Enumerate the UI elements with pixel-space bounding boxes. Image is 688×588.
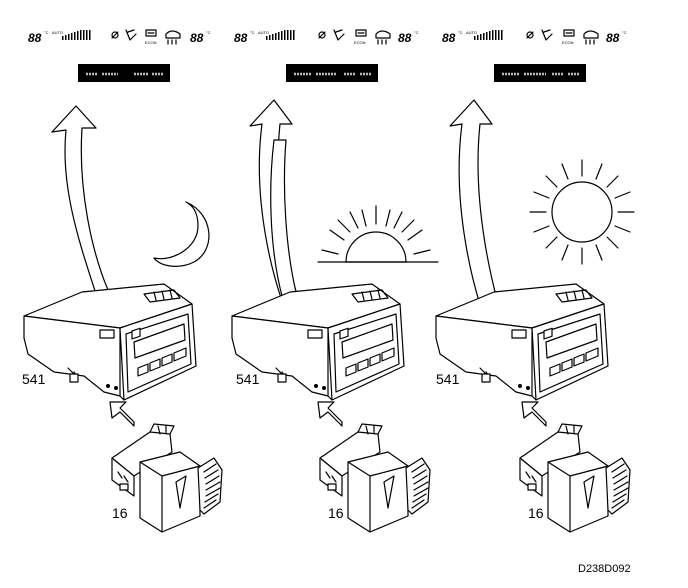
display-unit-left: °C — [250, 30, 255, 35]
display-econ-text: ECON — [354, 40, 366, 45]
display-temp-right: 88 — [398, 31, 412, 45]
defrost-icon: ECON — [145, 29, 157, 45]
sun-icon — [529, 159, 635, 265]
panel-dusk: 88 °C AUTO ECON 88 °C — [231, 29, 439, 533]
rear-defrost-icon — [165, 30, 181, 45]
display-auto-text: AUTO — [258, 30, 269, 35]
seat-airflow-icon — [541, 29, 553, 41]
segment-display: 88 °C AUTO ECON 88 °C — [234, 29, 419, 45]
light-arrow — [270, 139, 297, 297]
display-temp-left: 88 — [234, 31, 248, 45]
display-temp-right: 88 — [606, 31, 620, 45]
panel-night: 88 °C AUTO ECON 88 °C — [22, 29, 223, 533]
switch-label: 16 — [112, 505, 128, 521]
seat-airflow-icon — [125, 29, 137, 41]
switch-label: 16 — [328, 505, 344, 521]
panel-day: 88 °C AUTO ECON 88 °C — [435, 29, 635, 533]
display-unit-left: °C — [458, 30, 463, 35]
segment-display: 88 °C AUTO ECON 88 °C — [28, 29, 211, 45]
display-temp-left: 88 — [442, 31, 456, 45]
seat-airflow-icon — [333, 29, 345, 41]
label-plate — [78, 64, 170, 82]
airflow-icon — [111, 31, 119, 39]
climate-control-unit — [435, 283, 609, 401]
rear-defrost-icon — [583, 30, 599, 45]
label-plate — [286, 64, 378, 82]
figure-code: D238D092 — [578, 563, 631, 575]
setting-sun-icon — [317, 205, 439, 263]
light-arrow — [449, 99, 511, 347]
display-econ-text: ECON — [145, 40, 157, 45]
push-arrow — [109, 401, 135, 427]
fan-bars-icon — [266, 30, 295, 40]
unit-label: 541 — [236, 371, 260, 387]
display-econ-text: ECON — [562, 40, 574, 45]
unit-label: 541 — [22, 371, 46, 387]
rear-defrost-icon — [375, 30, 391, 45]
display-auto-text: AUTO — [466, 30, 477, 35]
climate-control-unit — [23, 283, 197, 401]
display-unit-right: °C — [622, 30, 627, 35]
display-temp-left: 88 — [28, 31, 42, 45]
defrost-icon: ECON — [562, 29, 575, 45]
display-unit-right: °C — [414, 30, 419, 35]
airflow-icon — [318, 31, 326, 39]
segment-display: 88 °C AUTO ECON 88 °C — [442, 29, 627, 45]
display-temp-right: 88 — [190, 31, 204, 45]
light-arrow — [51, 105, 109, 295]
display-unit-left: °C — [44, 30, 49, 35]
airflow-icon — [526, 31, 534, 39]
label-plate — [494, 64, 586, 82]
switch-label: 16 — [528, 505, 544, 521]
unit-label: 541 — [436, 371, 460, 387]
display-auto-text: AUTO — [52, 30, 63, 35]
light-sensor-switch — [111, 423, 223, 533]
fan-bars-icon — [474, 30, 503, 40]
fan-bars-icon — [62, 30, 91, 40]
push-arrow — [521, 401, 547, 427]
display-unit-right: °C — [206, 30, 211, 35]
push-arrow — [317, 401, 343, 427]
defrost-icon: ECON — [354, 29, 367, 45]
moon-icon — [153, 201, 210, 267]
